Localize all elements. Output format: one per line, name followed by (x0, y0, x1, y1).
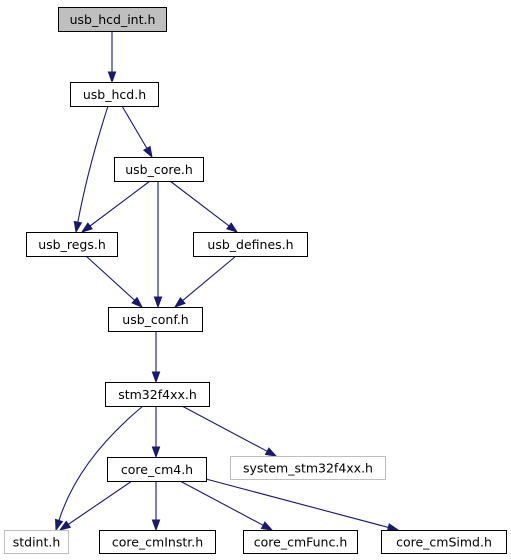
edge-arrowhead (386, 523, 400, 532)
node-box (4, 530, 69, 554)
edges-layer (55, 31, 400, 532)
edge-arrowhead (58, 520, 72, 531)
node-label: stdint.h (13, 535, 61, 550)
node-box (230, 456, 386, 480)
node-label: usb_regs.h (38, 237, 106, 252)
edge-usb_core-to-usb_conf (153, 181, 163, 309)
edge-arrowhead (73, 220, 83, 234)
edge-arrowhead (173, 296, 186, 308)
node-box (105, 382, 210, 407)
node-box (381, 530, 507, 554)
edge-core_cm4-to-core_cmFunc (179, 480, 274, 531)
node-box (193, 232, 308, 257)
edge-arrowhead (264, 447, 278, 457)
node-box (243, 530, 358, 554)
edge-usb_conf-to-stm32f4xx (151, 331, 161, 384)
edge-usb_hcd_int-to-usb_hcd (107, 31, 117, 84)
edge-stm32f4xx-to-system_stm32f4xx (181, 405, 278, 457)
nodes-layer: usb_hcd_int.h usb_hcd.h usb_core.h usb_regs… (4, 7, 507, 554)
edge-line (121, 105, 148, 149)
node-label: core_cmSimd.h (396, 535, 492, 550)
edge-arrowhead (80, 222, 93, 233)
node-box (26, 232, 118, 257)
node-usb-conf[interactable]: usb_conf.h (108, 307, 203, 332)
node-label: core_cmFunc.h (254, 535, 348, 550)
node-stdint: stdint.h (4, 530, 69, 554)
node-label: core_cm4.h (121, 462, 193, 477)
edge-line (179, 480, 264, 526)
edge-arrowhead (55, 518, 64, 532)
node-label: usb_hcd.h (83, 87, 146, 102)
edge-line (89, 180, 151, 227)
edge-arrowhead (131, 296, 144, 308)
node-box (114, 157, 204, 182)
edge-core_cm4-to-stdint (58, 480, 133, 531)
node-box (107, 457, 207, 482)
node-core-cm4[interactable]: core_cm4.h (107, 457, 207, 482)
edge-line (181, 405, 268, 452)
edge-stm32f4xx-to-core_cm4 (151, 406, 161, 459)
edge-usb_core-to-usb_regs (80, 180, 151, 233)
edge-arrowhead (153, 296, 163, 309)
edge-arrowhead (226, 222, 239, 233)
edge-usb_hcd-to-usb_core (121, 105, 153, 159)
edge-arrowhead (151, 446, 161, 459)
node-label: usb_conf.h (122, 312, 188, 327)
edge-arrowhead (151, 371, 161, 384)
edge-line (205, 478, 389, 528)
node-usb-core[interactable]: usb_core.h (114, 157, 204, 182)
node-label: usb_hcd_int.h (70, 12, 156, 27)
node-box (99, 530, 216, 554)
node-usb-regs[interactable]: usb_regs.h (26, 232, 118, 257)
node-core-cmFunc[interactable]: core_cmFunc.h (243, 530, 358, 554)
node-label: stm32f4xx.h (118, 387, 197, 402)
edge-line (77, 105, 109, 223)
node-label: usb_defines.h (207, 237, 293, 252)
node-system-stm32f4xx: system_stm32f4xx.h (230, 456, 386, 480)
edge-usb_defines-to-usb_conf (173, 255, 237, 308)
node-box (108, 307, 203, 332)
node-usb-defines[interactable]: usb_defines.h (193, 232, 308, 257)
edge-line (85, 255, 135, 301)
edge-arrowhead (142, 145, 153, 159)
edge-line (169, 180, 230, 227)
node-core-cmInstr[interactable]: core_cmInstr.h (99, 530, 216, 554)
edge-arrowhead (151, 519, 161, 532)
edge-line (58, 405, 144, 521)
node-usb-hcd-int[interactable]: usb_hcd_int.h (58, 7, 167, 32)
node-usb-hcd[interactable]: usb_hcd.h (70, 82, 159, 107)
node-label: core_cmInstr.h (112, 535, 203, 550)
edge-usb_regs-to-usb_conf (85, 255, 144, 308)
edge-stm32f4xx-to-stdint (55, 405, 144, 532)
node-core-cmSimd[interactable]: core_cmSimd.h (381, 530, 507, 554)
edge-usb_core-to-usb_defines (169, 180, 239, 233)
node-stm32f4xx[interactable]: stm32f4xx.h (105, 382, 210, 407)
edge-core_cm4-to-core_cmInstr (151, 481, 161, 532)
node-label: usb_core.h (125, 162, 193, 177)
edge-usb_hcd-to-usb_regs (73, 105, 109, 234)
edge-line (182, 255, 237, 302)
node-box (70, 82, 159, 107)
edge-line (67, 480, 133, 525)
edge-arrowhead (260, 521, 274, 531)
node-box (58, 7, 167, 32)
edge-core_cm4-to-core_cmSimd (205, 478, 400, 532)
edge-arrowhead (107, 71, 117, 84)
node-label: system_stm32f4xx.h (243, 461, 373, 476)
